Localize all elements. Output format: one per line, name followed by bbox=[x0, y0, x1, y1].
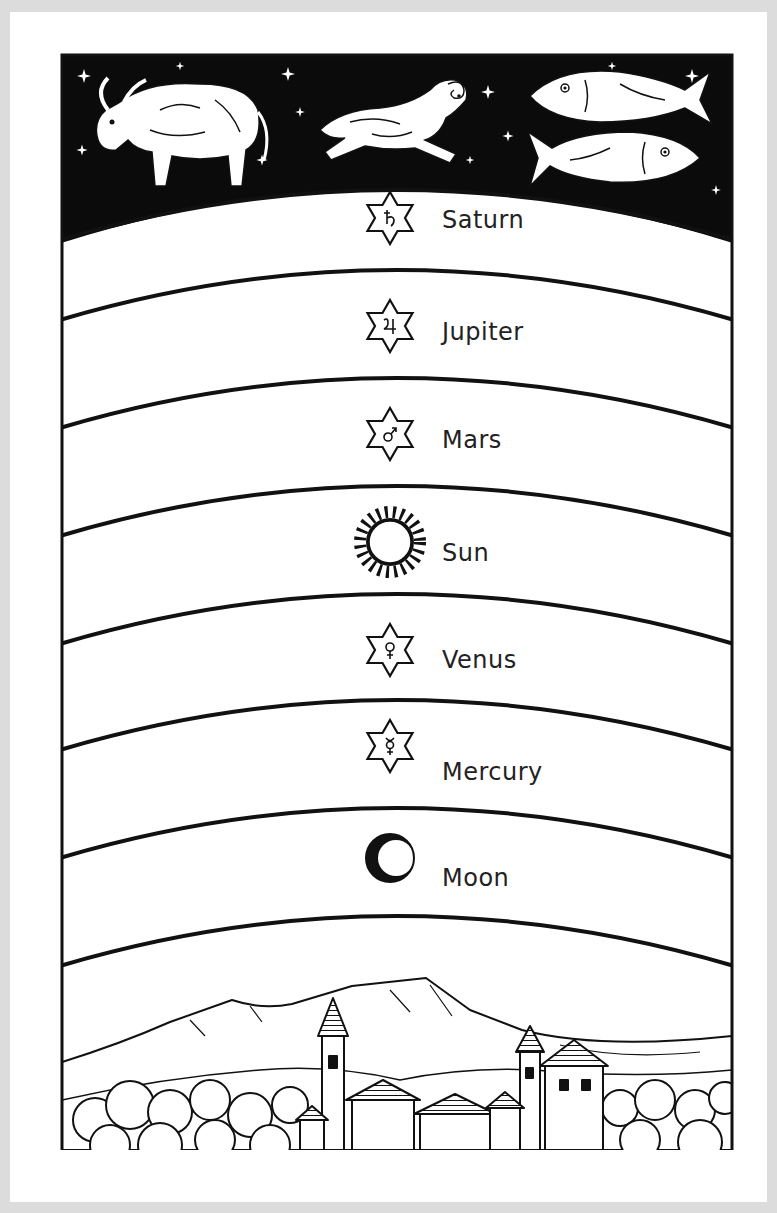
sphere-band: Moon bbox=[62, 808, 732, 916]
planet-label: Mercury bbox=[442, 758, 543, 787]
sphere-band: Venus bbox=[62, 594, 732, 700]
sphere-band: Sun bbox=[62, 486, 732, 594]
planet-label: Saturn bbox=[442, 206, 524, 235]
planet-label: Venus bbox=[442, 646, 517, 675]
sphere-band: Mercury bbox=[62, 700, 732, 808]
planet-label: Mars bbox=[442, 426, 502, 455]
planet-label: Sun bbox=[442, 539, 489, 568]
planet-label: Moon bbox=[442, 864, 509, 893]
sphere-band: Saturn bbox=[62, 190, 732, 270]
sphere-band: Jupiter bbox=[62, 270, 732, 378]
planet-label: Jupiter bbox=[442, 318, 524, 347]
sphere-band: Mars bbox=[62, 378, 732, 486]
